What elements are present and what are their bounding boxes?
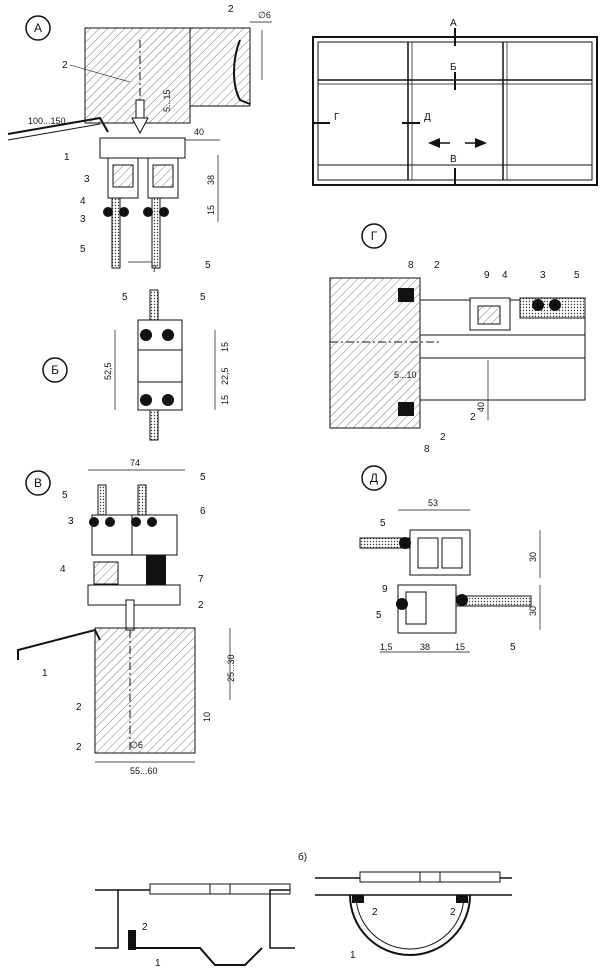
- svg-text:2: 2: [76, 702, 82, 713]
- marker-a: А: [450, 18, 457, 29]
- svg-text:5: 5: [122, 292, 128, 303]
- svg-text:5: 5: [80, 244, 86, 255]
- dim-d-30a: 30: [528, 552, 538, 562]
- svg-text:8: 8: [424, 444, 430, 455]
- dim-a-38: 38: [206, 175, 216, 185]
- svg-text:5: 5: [380, 518, 386, 529]
- masonry-a-right: [189, 27, 251, 107]
- svg-text:9: 9: [484, 270, 490, 281]
- dim-a-gap: 5...15: [162, 89, 172, 112]
- dim-v-diameter: ∅6: [130, 740, 143, 750]
- detail-b: Б 52,5 15 22,5 15 5 5: [42, 289, 230, 441]
- svg-text:5: 5: [205, 260, 211, 271]
- svg-text:2: 2: [440, 432, 446, 443]
- dim-d-15: 15: [455, 642, 465, 652]
- masonry-v: [94, 627, 196, 754]
- svg-text:5: 5: [510, 642, 516, 653]
- svg-text:5: 5: [574, 270, 580, 281]
- svg-text:2: 2: [142, 922, 148, 933]
- plan-caption: б): [298, 851, 307, 863]
- dim-a-40: 40: [194, 127, 204, 137]
- dim-d-53: 53: [428, 498, 438, 508]
- svg-text:5: 5: [200, 292, 206, 303]
- svg-text:3: 3: [68, 516, 74, 527]
- marker-d: Д: [424, 112, 431, 123]
- svg-text:2: 2: [228, 4, 234, 15]
- dim-a-15: 15: [206, 205, 216, 215]
- marker-b: Б: [450, 62, 457, 73]
- detail-a: А 100...150 ∅6 5...15 40: [7, 4, 272, 274]
- svg-text:3: 3: [80, 214, 86, 225]
- svg-text:15: 15: [220, 342, 230, 352]
- svg-text:5: 5: [200, 472, 206, 483]
- svg-text:8: 8: [408, 260, 414, 271]
- dim-a-projection: 100...150: [28, 116, 66, 126]
- dim-v-25: 25...30: [226, 654, 236, 682]
- section-badge-b-text: Б: [51, 363, 59, 377]
- dim-d-1-5: 1,5: [380, 642, 393, 652]
- detail-g: Г 5...10 40 8 2 9 4 3 5 2 2 8: [329, 223, 586, 455]
- svg-text:1: 1: [155, 958, 161, 969]
- svg-text:2: 2: [76, 742, 82, 753]
- section-badge-v-text: В: [34, 476, 42, 490]
- marker-g: Г: [334, 112, 340, 123]
- svg-text:2: 2: [372, 907, 378, 918]
- svg-text:2: 2: [470, 412, 476, 423]
- dim-v-base: 55...60: [130, 766, 158, 776]
- section-badge-a: [25, 15, 51, 41]
- dim-b-total: 52,5: [103, 362, 113, 380]
- svg-text:2: 2: [450, 907, 456, 918]
- svg-text:1: 1: [42, 668, 48, 679]
- svg-text:2: 2: [62, 60, 68, 71]
- svg-text:1: 1: [350, 950, 356, 961]
- svg-text:22,5: 22,5: [220, 367, 230, 385]
- dim-a-diameter: ∅6: [258, 10, 271, 20]
- svg-text:5: 5: [376, 610, 382, 621]
- svg-text:2: 2: [198, 600, 204, 611]
- detail-d: Д 53 30 30 1,5 38 15 5 9 5 5: [359, 465, 541, 653]
- svg-text:4: 4: [80, 196, 86, 207]
- svg-text:3: 3: [84, 174, 90, 185]
- plan-views: б) 2 1 2 2 1: [95, 851, 512, 969]
- section-badge-g-text: Г: [371, 229, 378, 243]
- marker-v: В: [450, 154, 457, 165]
- section-badge-d-text: Д: [370, 471, 378, 485]
- dim-g-40: 40: [476, 402, 486, 412]
- window-elevation: А Б В Г Д: [312, 18, 598, 186]
- svg-text:9: 9: [382, 584, 388, 595]
- detail-v: В 74 25...30 10 ∅6 55...60 5 5 3 6 4 7 2…: [17, 458, 236, 776]
- svg-text:4: 4: [502, 270, 508, 281]
- dim-d-38: 38: [420, 642, 430, 652]
- svg-text:6: 6: [200, 506, 206, 517]
- svg-text:4: 4: [60, 564, 66, 575]
- section-badge-a-text: А: [34, 21, 42, 35]
- svg-text:3: 3: [540, 270, 546, 281]
- dim-a-7: 7: [152, 264, 157, 274]
- dim-d-30b: 30: [528, 606, 538, 616]
- dim-v-width: 74: [130, 458, 140, 468]
- svg-text:7: 7: [198, 574, 204, 585]
- svg-text:1: 1: [64, 152, 70, 163]
- svg-text:5: 5: [62, 490, 68, 501]
- dim-v-10: 10: [202, 712, 212, 722]
- svg-text:2: 2: [434, 260, 440, 271]
- svg-text:15: 15: [220, 395, 230, 405]
- dim-g-gap: 5...10: [394, 370, 417, 380]
